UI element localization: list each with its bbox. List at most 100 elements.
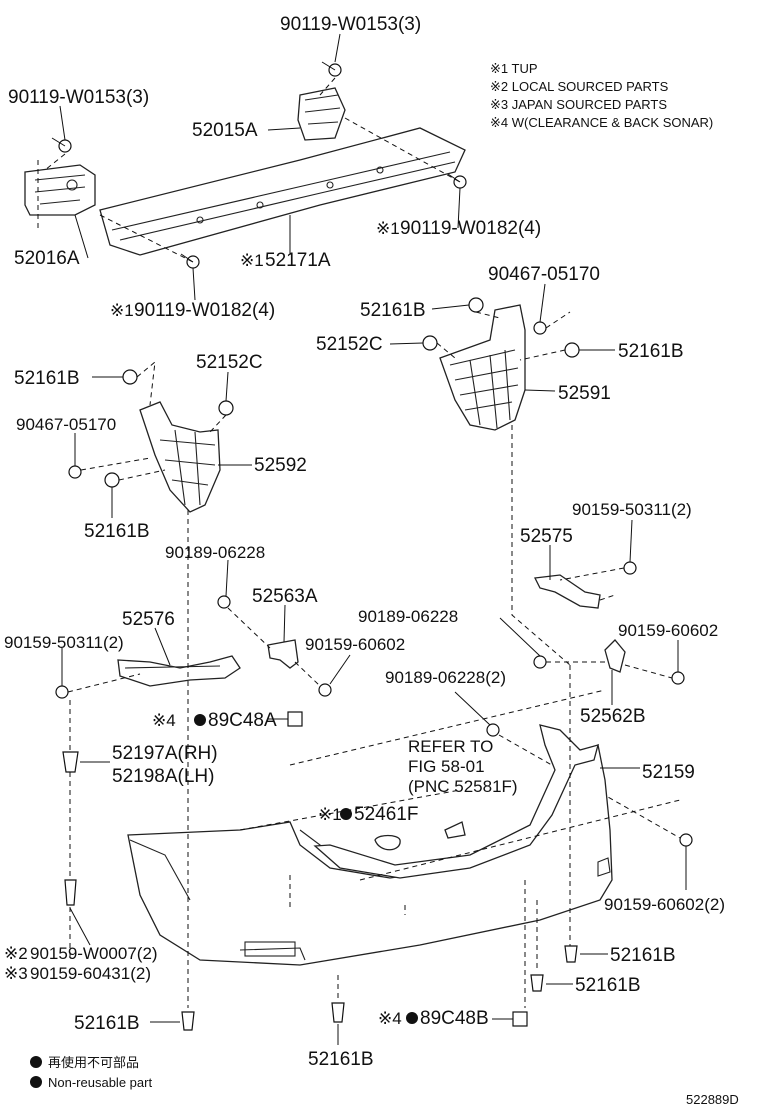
label-90189-06228-top: 90189-06228: [165, 543, 265, 562]
label-52197a-rh: 52197A(RH): [112, 743, 218, 764]
bolt-icon: [447, 173, 467, 189]
plug-52461f-icon: [374, 834, 401, 851]
label-52592: 52592: [254, 455, 307, 476]
bracket-52562b: [604, 639, 626, 673]
label-90159-w0007-mark: ※2: [4, 944, 28, 963]
label-52461f-mark: ※1: [318, 805, 342, 824]
label-52161b-bottom-2: 52161B: [575, 975, 641, 996]
note-4: ※4 W(CLEARANCE & BACK SONAR): [490, 115, 713, 130]
clip-icon: [468, 297, 484, 313]
label-90467-05170-right: 90467-05170: [488, 264, 600, 285]
bolt-icon: [55, 685, 69, 699]
clip-icon: [564, 342, 580, 358]
label-52161b-left-2: 52161B: [84, 521, 150, 542]
energy-absorber-52159: [313, 724, 599, 879]
clip-icon: [218, 400, 234, 416]
label-52575: 52575: [520, 526, 573, 547]
notes-block: ※1 TUP ※2 LOCAL SOURCED PARTS ※3 JAPAN S…: [490, 61, 713, 130]
label-90189-06228-2: 90189-06228(2): [385, 668, 506, 687]
retainer-52591: [439, 304, 526, 431]
label-52015a: 52015A: [192, 120, 258, 141]
label-52171a-mark: ※1: [240, 251, 264, 270]
bolt-icon: [623, 561, 637, 575]
label-52161b-bottom-left: 52161B: [74, 1013, 140, 1034]
bolt-icon: [318, 683, 332, 697]
refer-line-3: (PNC 52581F): [408, 777, 518, 796]
clip-icon: [122, 369, 138, 385]
label-52016a: 52016A: [14, 248, 80, 269]
clip-icon: [533, 321, 547, 335]
label-90159-w0007: 90159-W0007(2): [30, 944, 158, 963]
note-3: ※3 JAPAN SOURCED PARTS: [490, 97, 667, 112]
bolt-icon: [486, 723, 500, 737]
label-52161b-bottom-center: 52161B: [308, 1049, 374, 1070]
label-52591: 52591: [558, 383, 611, 404]
label-89c48a-mark: ※4: [152, 711, 176, 730]
label-52461f: 52461F: [354, 804, 418, 825]
label-52161b-left-1: 52161B: [14, 368, 80, 389]
non-reusable-dot-icon: [340, 808, 352, 820]
clip-icon: [564, 945, 578, 963]
legend-en: Non-reusable part: [48, 1075, 152, 1090]
clip-icon: [68, 465, 82, 479]
legend: 再使用不可部品 Non-reusable part: [30, 1055, 152, 1090]
bracket-52575: [534, 574, 601, 609]
note-2: ※2 LOCAL SOURCED PARTS: [490, 79, 669, 94]
sonar-retainer-icon: [512, 1011, 528, 1027]
bolt-icon: [671, 671, 685, 685]
screw-icon: [64, 879, 77, 906]
label-90159-60602-right: 90159-60602: [618, 621, 718, 640]
label-52171a: 52171A: [265, 250, 331, 271]
non-reusable-dot-icon: [406, 1012, 418, 1024]
refer-line-1: REFER TO: [408, 737, 493, 756]
label-52152c-left: 52152C: [196, 352, 263, 373]
label-90189-06228-mid: 90189-06228: [358, 607, 458, 626]
bracket-52576: [117, 655, 241, 687]
label-90159-60602-mid: 90159-60602: [305, 635, 405, 654]
clip-icon: [530, 974, 544, 992]
clip-icon: [422, 335, 438, 351]
label-52161b-bottom-1: 52161B: [610, 945, 676, 966]
note-1: ※1 TUP: [490, 61, 538, 76]
retainer-52592: [139, 401, 221, 513]
bolt-icon: [321, 61, 342, 77]
legend-dot-icon: [30, 1076, 42, 1088]
label-90119-w0182-right: 90119-W0182(4): [400, 218, 541, 239]
label-52161b-right-2: 52161B: [618, 341, 684, 362]
label-52563a: 52563A: [252, 586, 318, 607]
label-90119-w0153-left: 90119-W0153(3): [8, 87, 149, 108]
label-90159-50311-left: 90159-50311(2): [4, 633, 124, 652]
label-52159: 52159: [642, 762, 695, 783]
bracket-52016a: [24, 164, 96, 216]
label-90159-60602-2: 90159-60602(2): [604, 895, 725, 914]
non-reusable-dot-icon: [194, 714, 206, 726]
label-89c48b-mark: ※4: [378, 1009, 402, 1028]
refer-line-2: FIG 58-01: [408, 757, 485, 776]
bumper-reinforcement-52171a: [99, 127, 466, 256]
label-90119-w0182-left: 90119-W0182(4): [134, 300, 275, 321]
diagram-id: 522889D: [686, 1092, 739, 1107]
bracket-52563a: [267, 639, 299, 669]
label-89c48b: 89C48B: [420, 1008, 489, 1029]
clip-52197a-icon: [62, 751, 79, 773]
sonar-retainer-icon: [287, 711, 303, 727]
bolt-icon: [533, 655, 547, 669]
bolt-icon: [679, 833, 693, 847]
label-52198a-lh: 52198A(LH): [112, 766, 214, 787]
label-90159-50311-right: 90159-50311(2): [572, 500, 692, 519]
label-52161b-right-1: 52161B: [360, 300, 426, 321]
label-90119-w0182-left-mark: ※1: [110, 301, 134, 320]
label-52152c-right: 52152C: [316, 334, 383, 355]
clip-icon: [104, 472, 120, 488]
reflector-ref-icon: [444, 821, 466, 839]
label-52576: 52576: [122, 609, 175, 630]
bolt-icon: [217, 595, 231, 609]
label-89c48a: 89C48A: [208, 710, 277, 731]
legend-dot-icon: [30, 1056, 42, 1068]
label-90119-w0182-right-mark: ※1: [376, 219, 400, 238]
bracket-52015a: [297, 87, 346, 141]
label-90467-05170-left: 90467-05170: [16, 415, 116, 434]
label-90159-60431: 90159-60431(2): [30, 964, 151, 983]
clip-icon: [331, 1002, 345, 1023]
